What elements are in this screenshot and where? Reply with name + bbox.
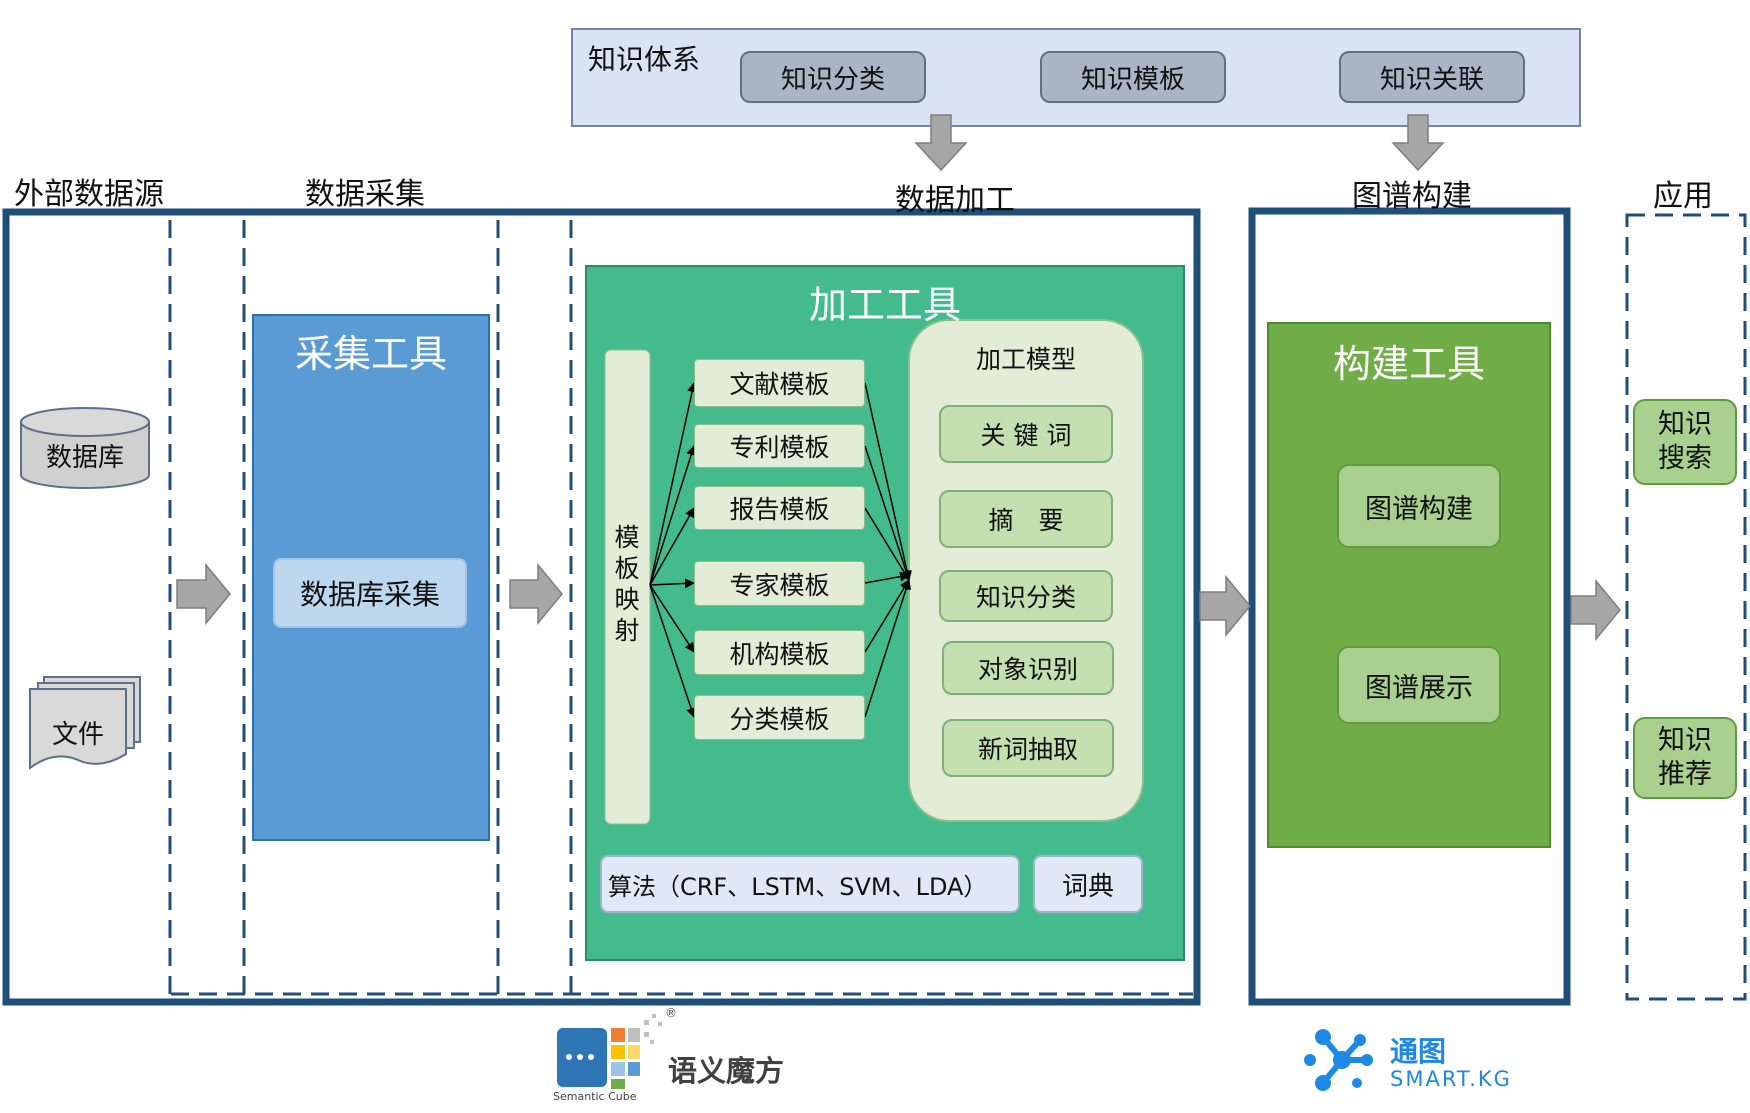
apply-frame <box>1625 213 1747 1001</box>
model-abstract: 摘 要 <box>939 490 1113 548</box>
model-new-word-extraction: 新词抽取 <box>942 719 1114 777</box>
graph-build-box: 图谱构建 <box>1337 464 1501 548</box>
data-process-label: 数据加工 <box>895 183 1015 218</box>
main-frame <box>2 208 1201 1006</box>
process-model-title: 加工模型 <box>975 345 1076 374</box>
database-icon <box>20 407 150 489</box>
semantic-cube-registered-mark: ® <box>665 1006 677 1020</box>
knowledge-search-box: 知识 搜索 <box>1633 399 1737 485</box>
template-patent: 专利模板 <box>694 424 865 468</box>
file-icon <box>29 676 141 770</box>
semantic-cube-name: 语义魔方 <box>668 1054 785 1088</box>
knowledge-association-pill: 知识关联 <box>1339 51 1525 103</box>
flow-arrows <box>176 114 1621 642</box>
dashed-separators <box>168 220 1193 996</box>
data-collect-label: 数据采集 <box>305 177 425 212</box>
build-tool-title: 构建工具 <box>1332 342 1485 386</box>
graph-build-label: 图谱构建 <box>1352 179 1472 214</box>
process-tool-title: 加工工具 <box>808 283 961 327</box>
mapping-connectors <box>649 382 697 718</box>
knowledge-recommend-box: 知识 推荐 <box>1633 717 1737 799</box>
smart-kg-name: 通图 <box>1390 1035 1447 1068</box>
template-report: 报告模板 <box>694 486 865 530</box>
knowledge-system-label: 知识体系 <box>588 43 701 76</box>
database-label: 数据库 <box>45 443 124 473</box>
knowledge-template-pill: 知识模板 <box>1040 51 1226 103</box>
graph-display-box: 图谱展示 <box>1337 646 1501 724</box>
model-keywords: 关 键 词 <box>939 405 1113 463</box>
model-connectors <box>864 382 912 718</box>
external-source-label: 外部数据源 <box>14 177 164 212</box>
build-tool-box <box>1267 322 1551 848</box>
semantic-cube-subtitle: Semantic Cube <box>553 1090 637 1103</box>
algorithm-box: 算法（CRF、LSTM、SVM、LDA） <box>600 855 1020 913</box>
collect-tool-title: 采集工具 <box>294 332 447 376</box>
semantic-cube-logo-icon <box>557 1014 662 1089</box>
dictionary-box: 词典 <box>1033 855 1143 913</box>
model-object-recognition: 对象识别 <box>942 641 1114 695</box>
knowledge-classification-pill: 知识分类 <box>740 51 926 103</box>
template-mapping-label: 模板映射 <box>614 523 640 645</box>
database-collect-box: 数据库采集 <box>273 558 467 628</box>
template-institution: 机构模板 <box>694 630 865 675</box>
template-classification: 分类模板 <box>694 695 865 740</box>
application-label: 应用 <box>1653 179 1713 214</box>
smart-kg-subtitle: SMART.KG <box>1390 1067 1512 1091</box>
file-label: 文件 <box>51 720 104 750</box>
template-literature: 文献模板 <box>694 359 865 407</box>
model-classification: 知识分类 <box>939 570 1113 622</box>
smart-kg-logo-icon <box>1304 1029 1373 1091</box>
build-frame <box>1248 207 1571 1006</box>
template-expert: 专家模板 <box>694 561 865 606</box>
